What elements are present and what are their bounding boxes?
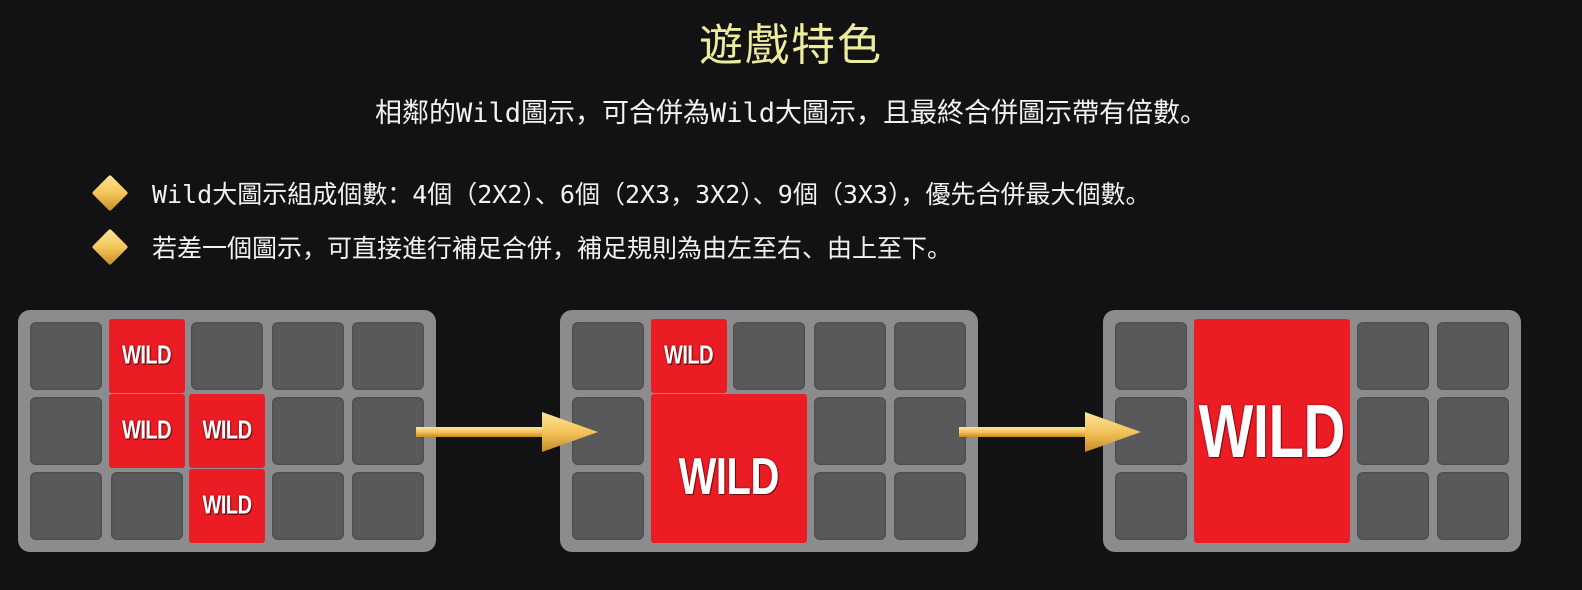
wild-symbol-merged: WILD — [650, 394, 807, 543]
reel-grid-before-merge: WILD WILD WILD WILD — [18, 310, 436, 552]
wild-symbol: WILD — [189, 394, 265, 468]
empty-reel-cell — [30, 322, 102, 390]
rule-text: 若差一個圖示，可直接進行補足合併，補足規則為由左至右、由上至下。 — [152, 234, 953, 263]
empty-reel-cell — [894, 472, 966, 540]
wild-symbol: WILD — [650, 319, 727, 393]
wild-label: WILD — [1198, 388, 1346, 474]
diamond-bullet-icon — [91, 174, 129, 212]
empty-reel-cell — [1437, 322, 1509, 390]
wild-label: WILD — [202, 491, 252, 520]
feature-description: 相鄰的Wild圖示，可合併為Wild大圖示，且最終合併圖示帶有倍數。 — [374, 98, 1208, 129]
empty-reel-cell — [813, 397, 886, 465]
rule-item: Wild大圖示組成個數：4個（2X2）、6個（2X3，3X2）、9個（3X3），… — [91, 166, 1151, 220]
reel-grid-after-fill: WILD WILD — [560, 310, 978, 552]
empty-reel-cell — [271, 397, 344, 465]
rule-text: Wild大圖示組成個數：4個（2X2）、6個（2X3，3X2）、9個（3X3），… — [152, 180, 1151, 209]
empty-reel-cell — [1437, 397, 1509, 465]
wild-symbol: WILD — [108, 319, 185, 393]
empty-reel-cell — [352, 472, 424, 540]
wild-symbol: WILD — [108, 394, 185, 468]
reel-grid-final-merge: WILD — [1103, 310, 1521, 552]
wild-label: WILD — [678, 448, 780, 506]
empty-reel-cell — [1356, 397, 1429, 465]
wild-label: WILD — [121, 416, 172, 445]
empty-reel-cell — [271, 472, 344, 540]
empty-reel-cell — [271, 322, 344, 390]
empty-reel-cell — [1356, 472, 1429, 540]
empty-reel-cell — [813, 472, 886, 540]
empty-reel-cell — [1437, 472, 1509, 540]
empty-reel-cell — [572, 322, 644, 390]
empty-reel-cell — [572, 472, 644, 540]
empty-reel-cell — [894, 322, 966, 390]
empty-reel-cell — [191, 322, 263, 390]
empty-reel-cell — [30, 472, 102, 540]
arrow-right-icon — [416, 412, 598, 452]
diamond-bullet-icon — [91, 228, 129, 266]
wild-symbol: WILD — [189, 469, 265, 543]
rule-list: Wild大圖示組成個數：4個（2X2）、6個（2X3，3X2）、9個（3X3），… — [91, 166, 1151, 274]
empty-reel-cell — [1115, 322, 1187, 390]
empty-reel-cell — [110, 472, 183, 540]
wild-label: WILD — [202, 416, 252, 445]
empty-reel-cell — [30, 397, 102, 465]
rule-item: 若差一個圖示，可直接進行補足合併，補足規則為由左至右、由上至下。 — [91, 220, 1150, 274]
empty-reel-cell — [894, 397, 966, 465]
empty-reel-cell — [1115, 472, 1187, 540]
empty-reel-cell — [352, 322, 424, 390]
wild-symbol-merged: WILD — [1193, 319, 1350, 543]
page-title: 遊戲特色 — [699, 20, 883, 71]
wild-label: WILD — [121, 341, 172, 370]
empty-reel-cell — [352, 397, 424, 465]
wild-label: WILD — [663, 341, 714, 370]
empty-reel-cell — [1356, 322, 1429, 390]
empty-reel-cell — [813, 322, 886, 390]
empty-reel-cell — [733, 322, 805, 390]
arrow-right-icon — [959, 412, 1141, 452]
